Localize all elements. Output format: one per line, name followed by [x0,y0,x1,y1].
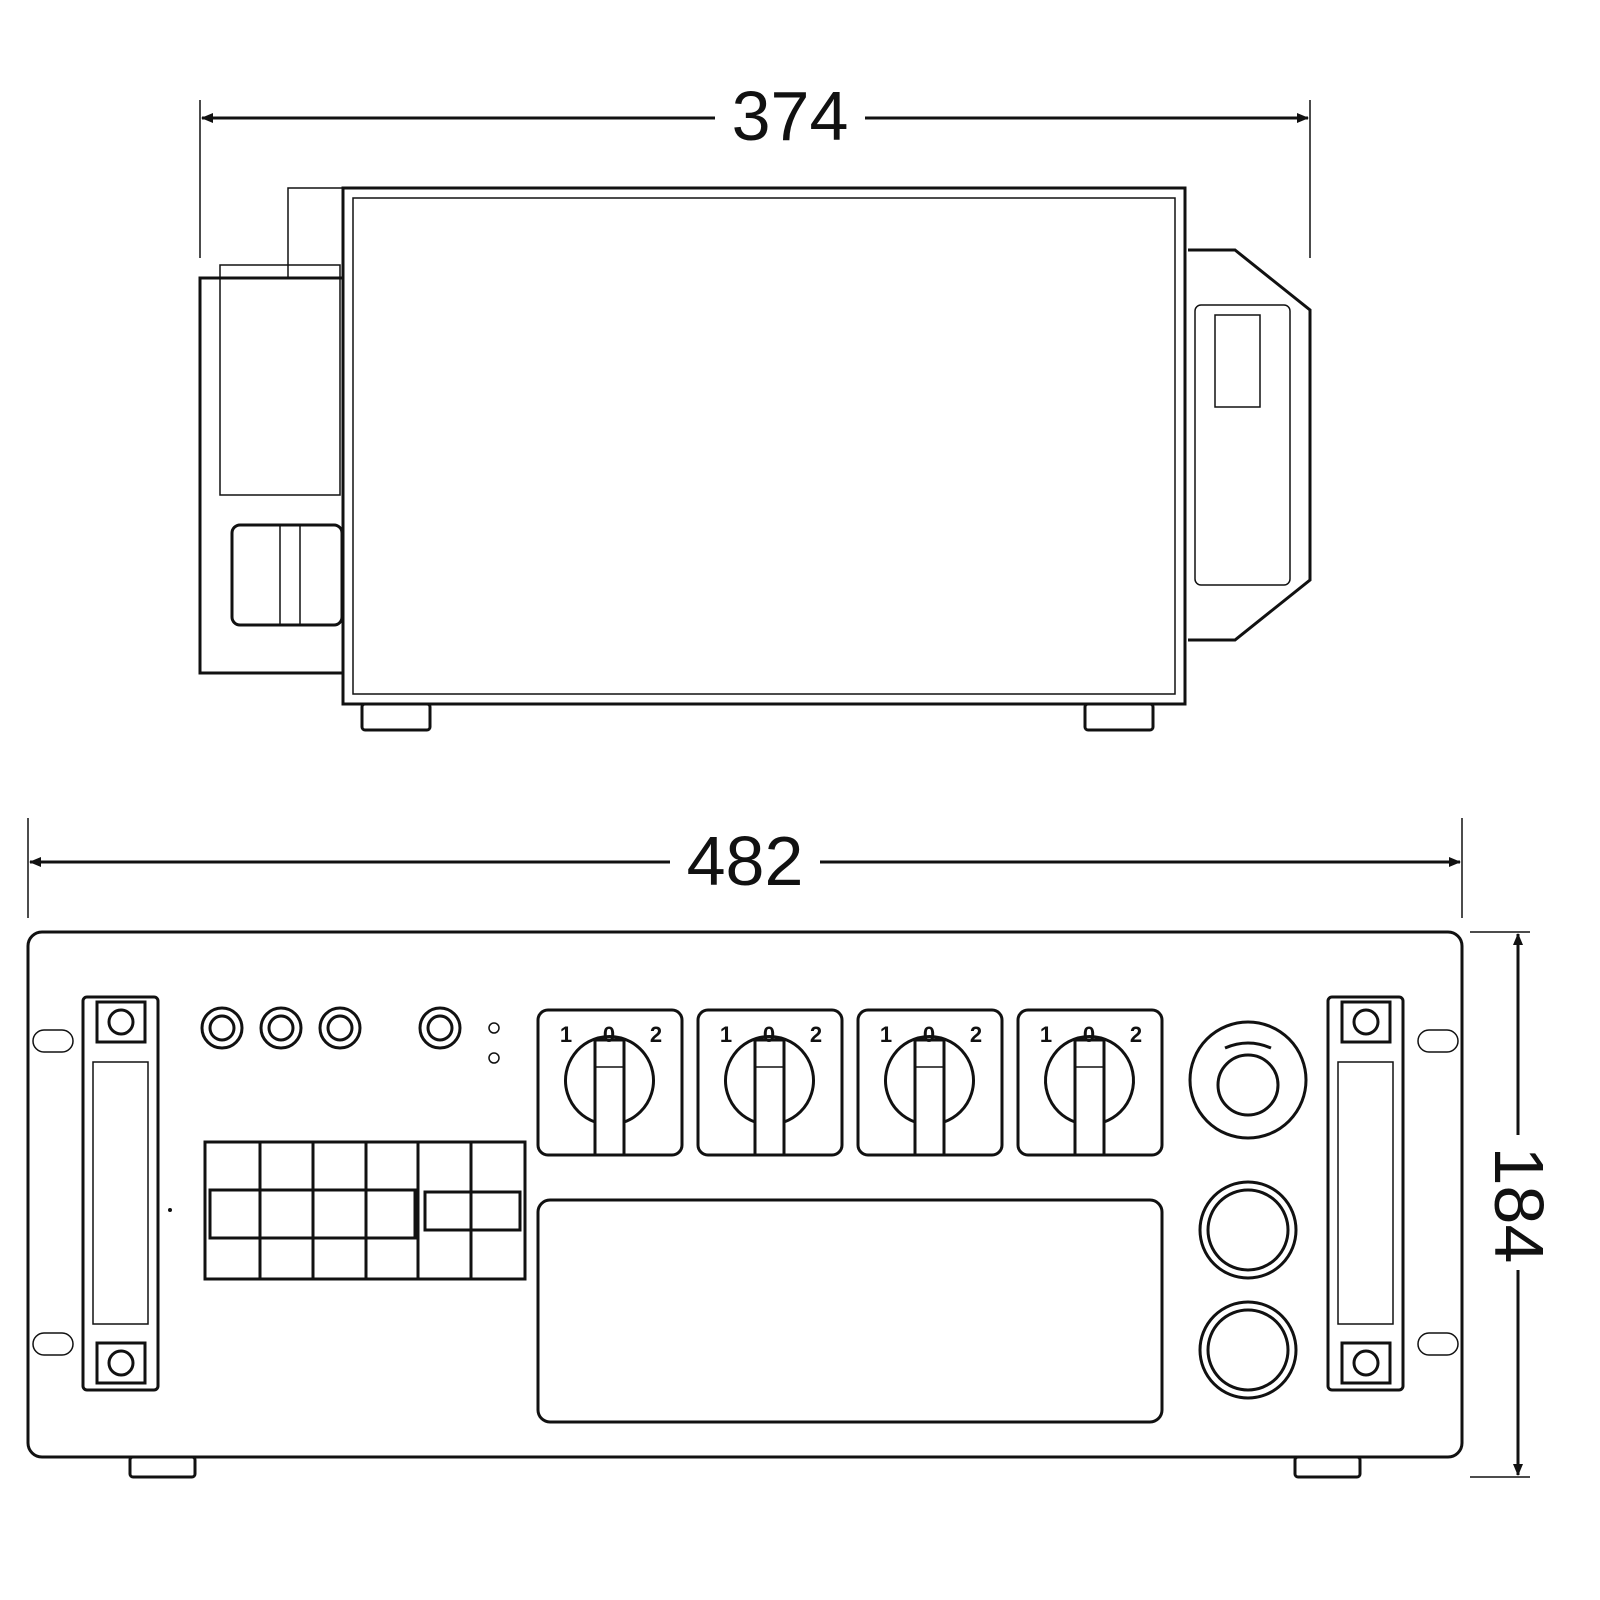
switch-label: 2 [650,1022,662,1047]
switch-3[interactable]: 1 0 2 [1016,1008,1164,1157]
switch-2[interactable]: 1 0 2 [856,1008,1004,1157]
front-view: 482 184 [26,818,1558,1479]
switch-label: 1 [880,1022,892,1047]
left-handle [81,995,160,1392]
push-button-2[interactable] [1198,1300,1298,1400]
side-view: 374 [198,77,1312,732]
label-panel [536,1198,1164,1424]
switch-label: 1 [560,1022,572,1047]
switch-0[interactable]: 1 0 2 [536,1008,684,1157]
switch-label: 0 [603,1022,615,1047]
emergency-stop-button[interactable] [1188,1020,1308,1140]
switch-label: 1 [720,1022,732,1047]
switch-label: 2 [810,1022,822,1047]
switch-label: 2 [1130,1022,1142,1047]
circuit-breakers [203,1140,527,1281]
switch-label: 2 [970,1022,982,1047]
width-dimension: 482 [687,822,804,900]
switch-label: 0 [1083,1022,1095,1047]
height-dimension: 184 [1480,1147,1558,1264]
switch-label: 1 [1040,1022,1052,1047]
indicator-lamps [200,1006,500,1064]
push-button-1[interactable] [1198,1180,1298,1280]
switch-1[interactable]: 1 0 2 [696,1008,844,1157]
switch-label: 0 [763,1022,775,1047]
switch-label: 0 [923,1022,935,1047]
depth-dimension: 374 [732,77,849,155]
right-handle [1326,995,1405,1392]
